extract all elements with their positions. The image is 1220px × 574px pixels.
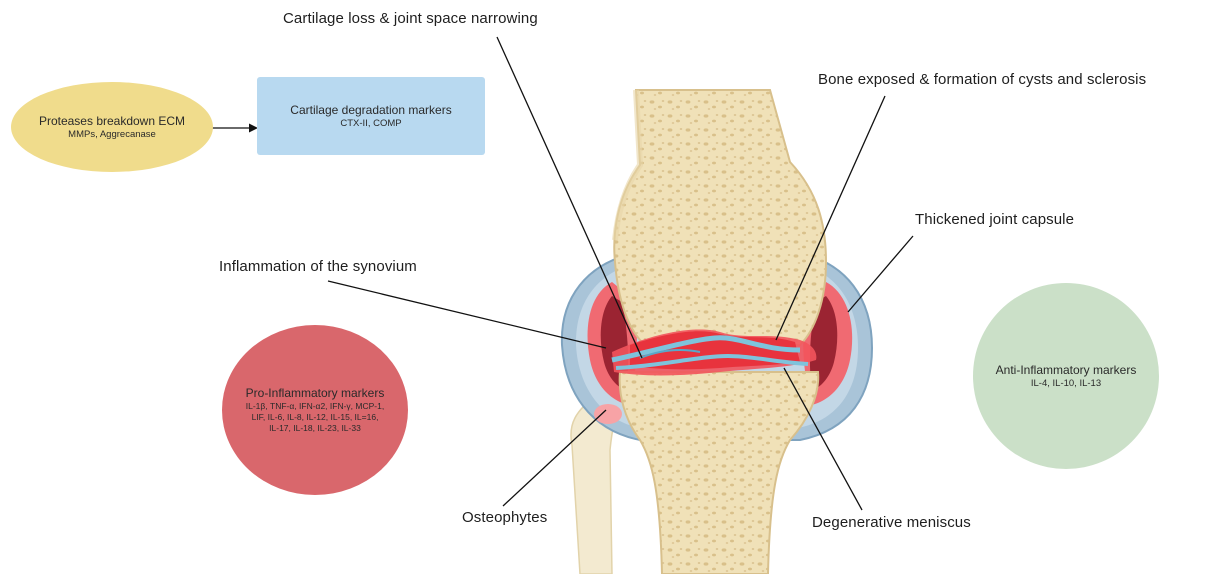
tibia [620, 372, 819, 574]
pro-inflammatory-line-2: LIF, IL-6, IL-8, IL-12, IL-15, IL=16, [252, 412, 379, 423]
anti-inflammatory-node: Anti-Inflammatory markers IL-4, IL-10, I… [973, 283, 1159, 469]
pro-inflammatory-node: Pro-Inflammatory markers IL-1β, TNF-α, I… [222, 325, 408, 495]
label-bone-exposed: Bone exposed & formation of cysts and sc… [818, 71, 1146, 88]
anti-inflammatory-subtitle: IL-4, IL-10, IL-13 [1031, 378, 1101, 390]
pro-inflammatory-line-3: IL-17, IL-18, IL-23, IL-33 [269, 423, 361, 434]
label-synovium: Inflammation of the synovium [219, 258, 417, 275]
anti-inflammatory-title: Anti-Inflammatory markers [996, 363, 1137, 378]
cartilage-markers-title: Cartilage degradation markers [290, 103, 451, 118]
label-cartilage-loss: Cartilage loss & joint space narrowing [283, 10, 538, 27]
cartilage-markers-box: Cartilage degradation markers CTX-II, CO… [257, 77, 485, 155]
proteases-node: Proteases breakdown ECM MMPs, Aggrecanas… [11, 82, 213, 172]
label-thickened-capsule: Thickened joint capsule [915, 211, 1074, 228]
femur [614, 90, 826, 345]
proteases-subtitle: MMPs, Aggrecanase [68, 129, 156, 141]
osteophyte-bump [594, 404, 622, 424]
pro-inflammatory-line-1: IL-1β, TNF-α, IFN-α2, IFN-γ, MCP-1, [246, 401, 384, 412]
leader-thickened-capsule [848, 236, 913, 312]
label-osteophytes: Osteophytes [462, 509, 547, 526]
cartilage-markers-subtitle: CTX-II, COMP [340, 118, 401, 130]
proteases-title: Proteases breakdown ECM [39, 114, 185, 129]
pro-inflammatory-title: Pro-Inflammatory markers [246, 386, 385, 401]
label-meniscus: Degenerative meniscus [812, 514, 971, 531]
